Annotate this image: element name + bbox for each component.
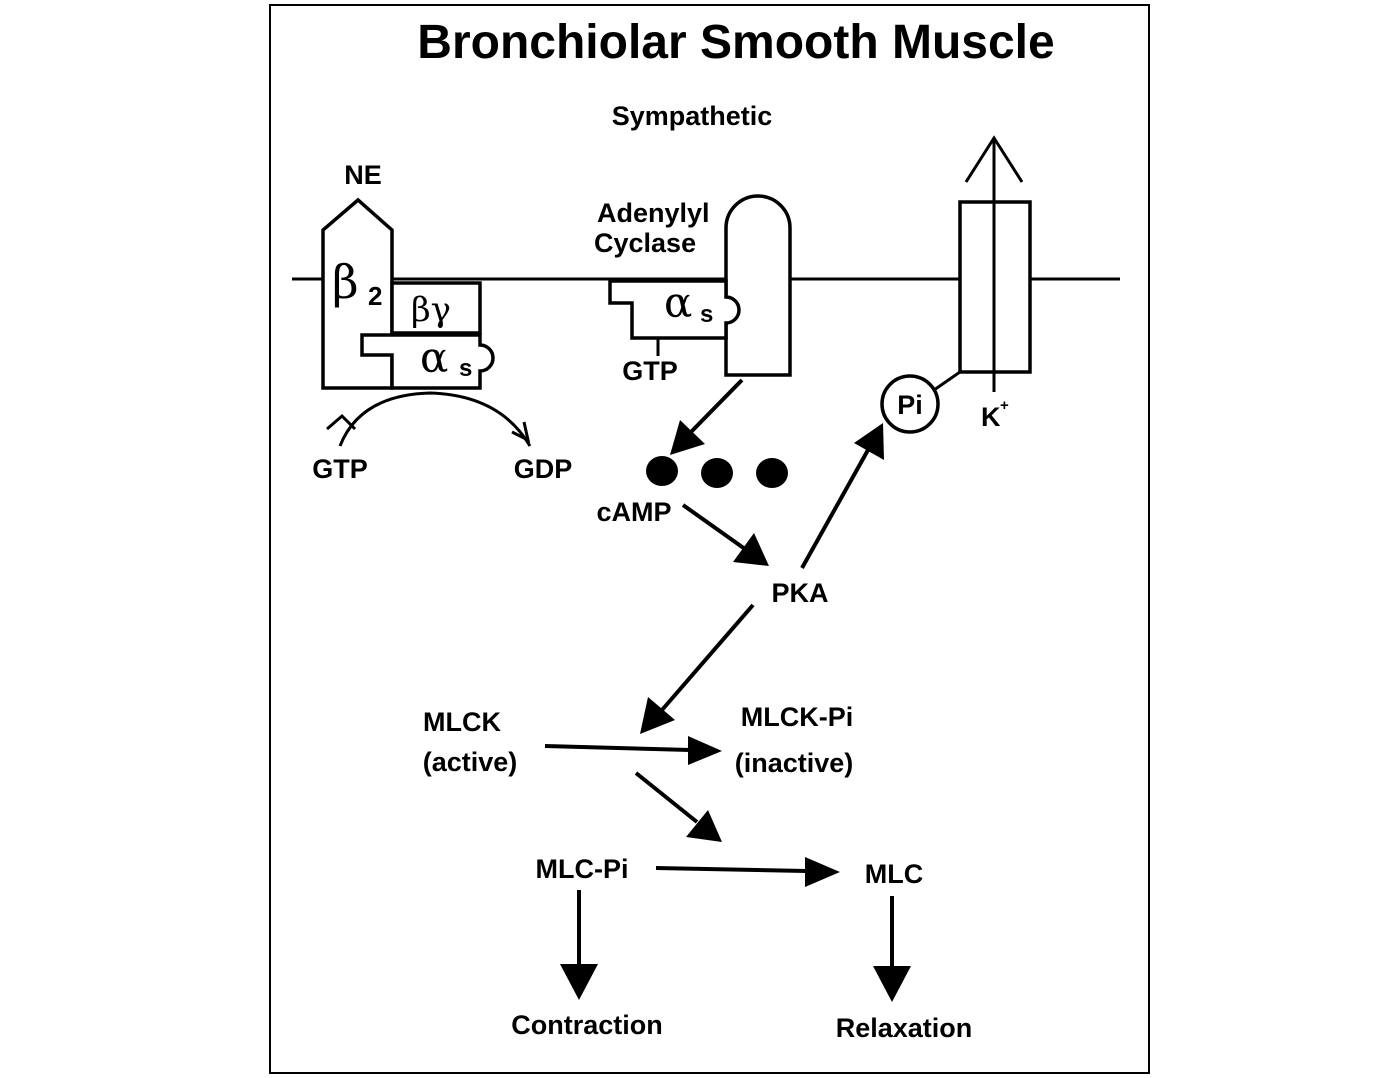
cyclase-label: Cyclase	[594, 228, 696, 258]
beta-subscript: 2	[368, 281, 382, 311]
contraction-label: Contraction	[511, 1010, 663, 1040]
potassium-channel: K + Pi	[880, 135, 1032, 434]
diagram-title: Bronchiolar Smooth Muscle	[417, 16, 1054, 69]
ne-label: NE	[344, 160, 382, 190]
alpha-symbol: α	[420, 333, 448, 382]
arrow-mlc-pi-to-mlc	[655, 857, 840, 887]
arrow-mlc-to-relaxation	[873, 896, 911, 1002]
arrow-cyclase-to-camp	[670, 378, 744, 455]
camp-label: cAMP	[596, 497, 671, 527]
mlc-label: MLC	[865, 859, 923, 889]
beta-gamma-subunit: βγ	[390, 281, 482, 335]
beta-symbol: β	[332, 255, 359, 309]
camp-molecules: cAMP	[596, 456, 788, 527]
phosphate-label: Pi	[897, 390, 923, 420]
arrow-pka-to-pi	[800, 423, 884, 569]
mlck-state-label: (active)	[423, 747, 518, 777]
alpha-s-subunit-receptor: α s	[360, 333, 495, 390]
arrow-mlck-to-mlck-pi	[544, 736, 722, 765]
figure-frame	[269, 4, 1150, 1074]
alpha-symbol-cyclase: α	[664, 278, 692, 327]
potassium-charge: +	[1000, 397, 1009, 414]
pathway-arrows	[544, 378, 911, 1002]
mlck-label: MLCK	[423, 707, 501, 737]
beta-gamma-label: βγ	[411, 290, 451, 330]
arrow-pka-to-mlck	[640, 603, 755, 734]
adenylyl-label: Adenylyl	[597, 198, 710, 228]
sympathetic-label: Sympathetic	[612, 101, 773, 131]
gdp-label: GDP	[514, 454, 573, 484]
mlck-pi-state-label: (inactive)	[735, 748, 854, 778]
alpha-subscript: s	[459, 355, 472, 382]
mlck-pi-label: MLCK-Pi	[741, 702, 853, 732]
alpha-subscript-cyclase: s	[700, 301, 713, 328]
arrow-mlc-pi-to-contraction	[560, 890, 598, 1000]
arrow-diagonal-to-mlc	[634, 771, 722, 842]
potassium-ion-label: K	[981, 402, 1001, 432]
relaxation-label: Relaxation	[836, 1013, 973, 1043]
gtp-gdp-exchange: GTP GDP	[312, 391, 573, 484]
alpha-s-subunit-cyclase: α s GTP	[608, 278, 741, 386]
gtp-label-receptor: GTP	[312, 454, 368, 484]
gtp-label-cyclase: GTP	[622, 356, 678, 386]
adenylyl-cyclase: Adenylyl Cyclase	[594, 194, 792, 377]
mlc-pi-label: MLC-Pi	[536, 854, 629, 884]
pka-label: PKA	[771, 578, 828, 608]
arrow-camp-to-pka	[681, 503, 769, 566]
phosphate-circle	[880, 374, 940, 434]
